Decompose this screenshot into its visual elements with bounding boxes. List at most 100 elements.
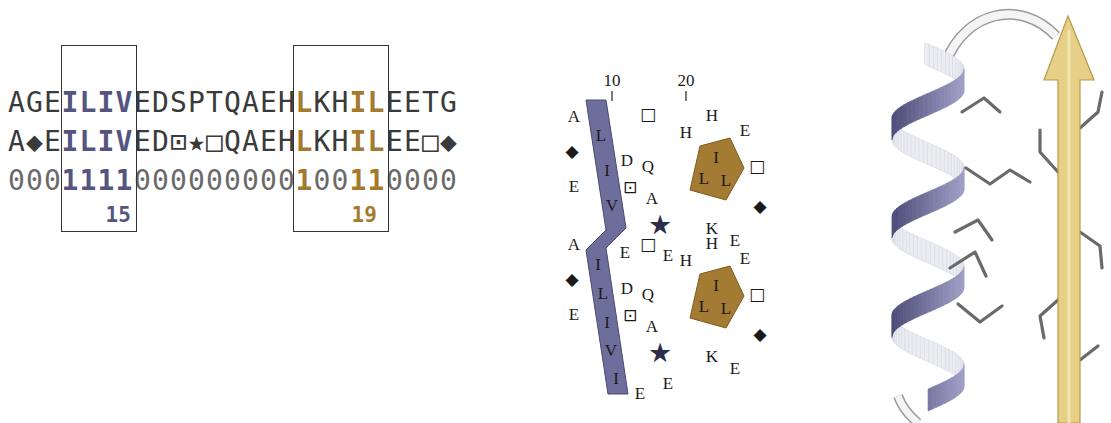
helix-ribbon xyxy=(963,167,964,191)
strand-highlight xyxy=(1068,30,1071,423)
side-chain xyxy=(950,252,986,276)
helix-ribbon xyxy=(912,197,916,221)
helix-ribbon xyxy=(925,191,930,215)
helix-ribbon xyxy=(932,144,937,168)
residue-label: L xyxy=(721,300,731,317)
loop-ribbon xyxy=(946,14,1056,62)
residue-label: I xyxy=(604,162,610,179)
residue-label: A xyxy=(568,108,580,125)
residue-label: □ xyxy=(640,106,656,123)
helix-ribbon xyxy=(923,140,928,164)
sequence-text: 000 xyxy=(8,167,62,195)
helix-ribbon xyxy=(928,91,933,115)
residue-label: L xyxy=(596,127,606,144)
shape-fill xyxy=(586,100,628,394)
helix-ribbon xyxy=(940,148,944,172)
residue-label: ◆ xyxy=(753,198,766,215)
helix-ribbon xyxy=(914,295,918,319)
sequence-text: 00 xyxy=(314,167,350,195)
sequence-text: IL xyxy=(350,89,386,117)
helix-ribbon xyxy=(938,186,942,210)
residue-label: H xyxy=(680,252,692,269)
helix-ribbon xyxy=(921,238,926,262)
helix-ribbon xyxy=(963,266,965,290)
helix-ribbon xyxy=(911,99,915,123)
residue-label: □ xyxy=(749,158,765,175)
residue-label: □ xyxy=(640,236,656,253)
helix-ribbon xyxy=(929,189,934,213)
sequence-text: L xyxy=(296,89,314,117)
helix-ribbon xyxy=(933,46,938,70)
helix-ribbon xyxy=(934,187,939,211)
sequence-text: 0000 xyxy=(386,167,458,195)
helix-ribbon xyxy=(916,334,920,358)
residue-label: I xyxy=(713,149,719,166)
position-number: 19 xyxy=(352,204,377,226)
helix-ribbon xyxy=(936,146,940,170)
side-chain xyxy=(955,220,992,240)
sequence-text: A◆E xyxy=(8,128,62,156)
residue-label: L xyxy=(721,172,731,189)
residue-label: L xyxy=(598,285,608,302)
helix-ribbon xyxy=(939,283,943,307)
residue-label: ★ xyxy=(648,211,672,238)
residue-label: E xyxy=(635,385,645,402)
residue-label: H xyxy=(706,235,718,252)
helix-ribbon xyxy=(924,338,929,362)
side-chain xyxy=(1040,130,1058,172)
side-chain xyxy=(958,304,1002,322)
residue-label: E xyxy=(740,122,750,139)
residue-label: E xyxy=(569,306,579,323)
residue-label: H xyxy=(706,107,718,124)
position-number: 10 xyxy=(604,72,621,89)
residue-label: ◆ xyxy=(565,271,578,288)
residue-label: ◆ xyxy=(753,326,766,343)
residue-label: L xyxy=(699,298,709,315)
residue-label: E xyxy=(740,250,750,267)
residue-label: D xyxy=(621,280,633,297)
segment-box: ILIVILIV111115 xyxy=(61,45,137,232)
loop-ribbon xyxy=(946,14,1056,62)
residue-label: A xyxy=(646,318,658,335)
helix-ribbon xyxy=(963,364,964,388)
helix-ribbon xyxy=(912,332,916,356)
sequence-text: L xyxy=(296,128,314,156)
helix-ribbon xyxy=(926,289,931,313)
strand-pentagon: ILL xyxy=(688,136,746,202)
sequence-text: EE□◆ xyxy=(386,128,458,156)
helix-ribbon xyxy=(908,330,912,354)
residue-label: D xyxy=(621,152,633,169)
sequence-text: 1111 xyxy=(62,167,134,195)
residue-label: L xyxy=(699,170,709,187)
helix-ribbon xyxy=(942,184,946,208)
helix-ribbon xyxy=(928,340,933,364)
residue-label: I xyxy=(713,277,719,294)
side-chain xyxy=(1080,92,1102,128)
position-number: 20 xyxy=(678,72,695,89)
loop-ribbon xyxy=(898,396,918,423)
residue-label: ⊡ xyxy=(623,179,637,196)
helix-ribbon xyxy=(932,90,937,114)
helix-ribbon xyxy=(937,383,941,407)
residue-label: ⊡ xyxy=(623,307,637,324)
sequence-text: KH xyxy=(314,128,350,156)
helix-ribbon xyxy=(941,381,945,405)
residue-label: K xyxy=(706,348,718,365)
helix-ribbon xyxy=(963,69,964,93)
side-chain xyxy=(962,98,1000,112)
residue-label: ◆ xyxy=(565,143,578,160)
helix-ribbon xyxy=(929,44,934,68)
helix-ribbon xyxy=(913,234,917,258)
helix-ribbon xyxy=(937,48,941,72)
shape-outline xyxy=(688,136,746,202)
side-chain xyxy=(966,168,1030,184)
residue-label: E xyxy=(569,178,579,195)
residue-label: E xyxy=(620,244,630,261)
helix-ribbon xyxy=(920,336,925,360)
helix-ribbon xyxy=(931,287,936,311)
helix-ribbon xyxy=(917,236,922,260)
helix-ribbon xyxy=(922,291,927,315)
helix-ribbon xyxy=(919,95,924,119)
